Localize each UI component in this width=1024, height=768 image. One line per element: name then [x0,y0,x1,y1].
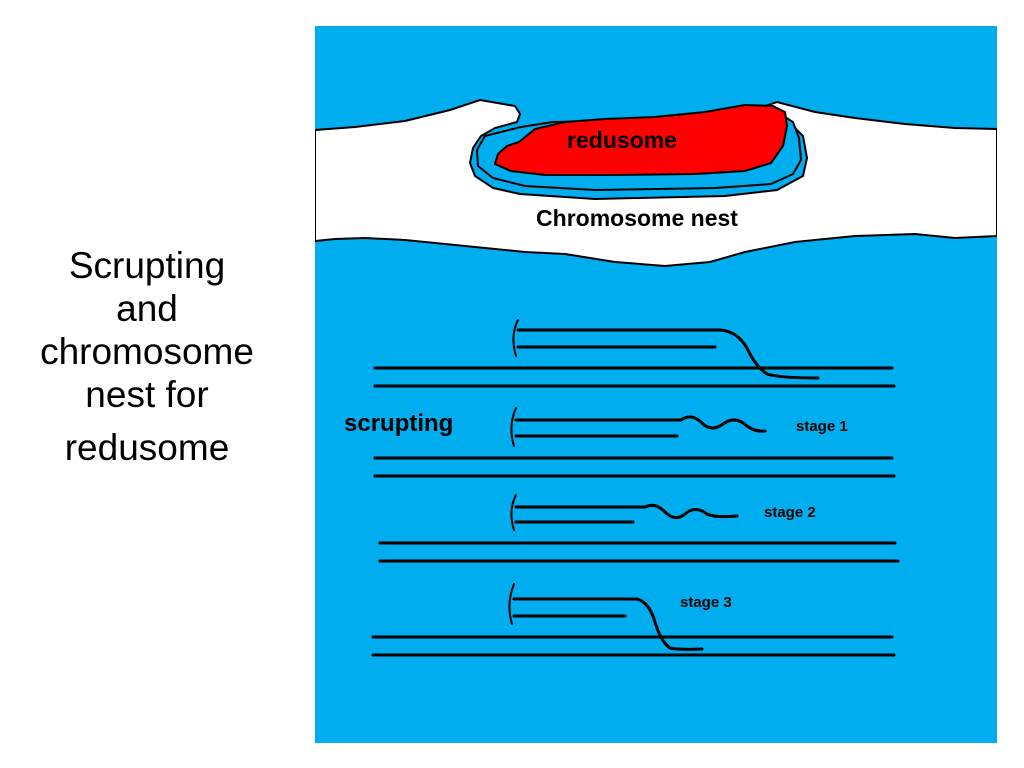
diagram-canvas: redusome Chromosome nest scrupting stage… [315,26,997,743]
redusome-label: redusome [567,127,677,153]
scrupting-strand-stage-1 [373,407,896,478]
title-line: Scrupting [68,245,226,286]
redusome-body [493,103,789,176]
scrupting-strand-complete [373,319,896,388]
title-line: chromosome [40,331,254,372]
chromosome-nest-region [315,98,997,268]
scrupting-label: scrupting [344,410,453,437]
scrupting-strand-stage-3 [371,583,896,657]
diagram: redusome Chromosome nest scrupting stage… [315,26,997,743]
title-line: and [116,288,178,329]
title-line: redusome [64,427,230,468]
stage-3-label: stage 3 [680,594,732,611]
stage-2-label: stage 2 [764,504,816,521]
scrupting-strand-stage-2 [378,494,900,563]
slide-title: Scrupting and chromosome nest for reduso… [0,244,294,469]
stage-1-label: stage 1 [796,418,848,435]
title-line: nest for [85,374,209,415]
chromosome-nest-label: Chromosome nest [536,205,738,231]
